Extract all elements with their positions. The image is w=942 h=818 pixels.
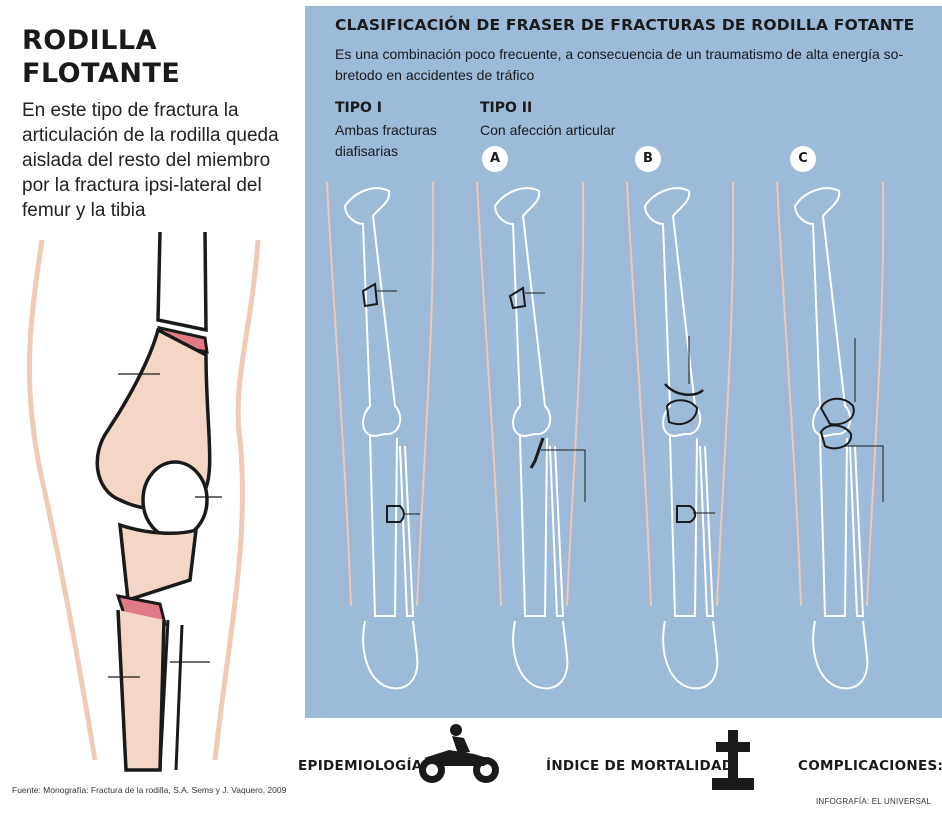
fracture-2-tibia-plateau (529, 437, 545, 469)
fracture-4-condyle-upper (819, 397, 855, 426)
title-line-1: RODILLA (22, 25, 158, 56)
tibia-shaft (116, 609, 166, 772)
fibula (158, 619, 184, 771)
intro-text: En este tipo de fractura la articulación… (22, 100, 279, 221)
tipo-1-desc-line-1: Ambas fracturas (335, 122, 437, 138)
badge-c: C (790, 146, 816, 172)
tipo-1-label: TIPO I (335, 100, 383, 116)
tipo-1-desc: Ambas fracturas diafisarias (335, 120, 437, 162)
cross-icon (712, 730, 754, 790)
badge-b: B (635, 146, 661, 172)
knee-illustration (26, 231, 261, 772)
pointer-4-tibia (845, 445, 884, 502)
femur-upper (156, 231, 208, 333)
badge-a: A (482, 146, 508, 172)
title-line-2: FLOTANTE (22, 58, 181, 89)
leg-diagram-4 (776, 181, 885, 690)
tipo-2-desc: Con afección articular (480, 122, 616, 138)
leg-diagram-1 (326, 181, 435, 690)
leg-outline-right (212, 239, 261, 761)
fracture-2-femur (508, 286, 527, 310)
credit-note: INFOGRAFÍA: EL UNIVERSAL (816, 797, 932, 806)
motorcycle-icon (419, 724, 499, 783)
main-title: RODILLA FLOTANTE (22, 24, 180, 90)
leg-diagram-2 (476, 181, 585, 690)
tipo-1-desc-line-2: diafisarias (335, 143, 399, 159)
complicaciones-label: COMPLICACIONES: (798, 758, 942, 774)
leg-outline-left (26, 239, 98, 761)
bone-diagrams (326, 181, 885, 690)
tibia-upper (117, 522, 199, 603)
tipo-2-label: TIPO II (480, 100, 533, 116)
panel-title: CLASIFICACIÓN DE FRASER DE FRACTURAS DE … (335, 16, 915, 34)
leg-diagram-3 (626, 181, 735, 690)
panel-description: Es una combinación poco frecuente, a con… (335, 46, 904, 83)
fracture-3-patella (665, 399, 699, 426)
mortalidad-label: ÍNDICE DE MORTALIDAD (546, 758, 734, 774)
fracture-1-femur (361, 282, 379, 308)
fracture-4-condyle-lower (819, 424, 853, 450)
epidemiologia-label: EPIDEMIOLOGÍA (298, 758, 423, 774)
pointer-2-tibia (541, 449, 586, 502)
fracture-3-femur-condyle (664, 383, 704, 397)
fracture-3-tibia (676, 505, 697, 523)
fracture-1-tibia (386, 505, 405, 523)
source-note: Fuente: Monografía: Fractura de la rodil… (12, 785, 287, 795)
classification-panel: CLASIFICACIÓN DE FRASER DE FRACTURAS DE … (305, 6, 942, 718)
patella (141, 460, 209, 540)
